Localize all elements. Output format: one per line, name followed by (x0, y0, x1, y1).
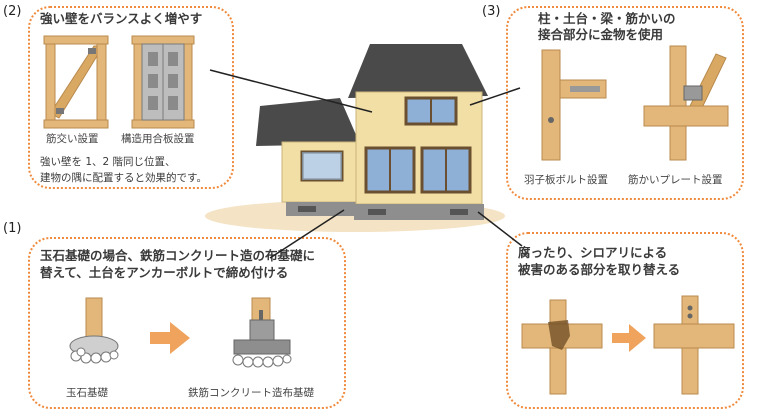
panel2-caption-plywood: 構造用合板設置 (121, 133, 195, 145)
panel2-caption-bracing: 筋交い設置 (46, 133, 99, 145)
hanegita-bolt-illustration (541, 49, 607, 161)
arrow-right-icon-2 (612, 324, 646, 352)
damaged-beam-illustration (521, 299, 603, 395)
panel-metal-fittings (506, 6, 744, 200)
panel4-title-line1: 腐ったり、シロアリによる (518, 245, 668, 260)
panel3-caption-plate: 筋かいプレート設置 (628, 174, 723, 186)
panel1-title-line2: 替えて、土台をアンカーボルトで締め付ける (40, 265, 289, 280)
panel2-title: 強い壁をバランスよく増やす (40, 11, 203, 26)
replaced-beam-illustration (653, 295, 735, 395)
concrete-foundation-illustration (232, 297, 292, 368)
house-illustration (205, 44, 505, 232)
panel3-number: (3) (482, 4, 501, 19)
panel3-title-line1: 柱・土台・梁・筋かいの (538, 11, 676, 26)
bracing-plate-illustration (643, 45, 729, 161)
panel1-title-line1: 玉石基礎の場合、鉄筋コンクリート造の布基礎に (40, 248, 316, 263)
panel1-caption-stone: 玉石基礎 (66, 387, 108, 399)
panel1-number: (1) (3, 221, 22, 236)
panel2-note-line2: 建物の隅に配置すると効果的です。 (40, 172, 207, 184)
bracing-wall-illustration (43, 35, 109, 129)
panel-foundation (28, 237, 346, 409)
arrow-right-icon (150, 322, 190, 354)
panel-strong-walls (28, 6, 234, 189)
panel-replace-damaged (506, 232, 744, 409)
panel3-caption-bolt: 羽子板ボルト設置 (524, 174, 608, 186)
panel4-title-line2: 被害のある部分を取り替える (518, 262, 681, 277)
plywood-wall-illustration (131, 35, 195, 129)
panel2-number: (2) (3, 4, 22, 19)
panel3-title-line2: 接合部分に金物を使用 (538, 27, 664, 42)
panel2-note-line1: 強い壁を 1、2 階同じ位置、 (40, 156, 176, 168)
panel1-caption-concrete: 鉄筋コンクリート造布基礎 (188, 387, 314, 399)
stone-foundation-illustration (69, 297, 119, 364)
